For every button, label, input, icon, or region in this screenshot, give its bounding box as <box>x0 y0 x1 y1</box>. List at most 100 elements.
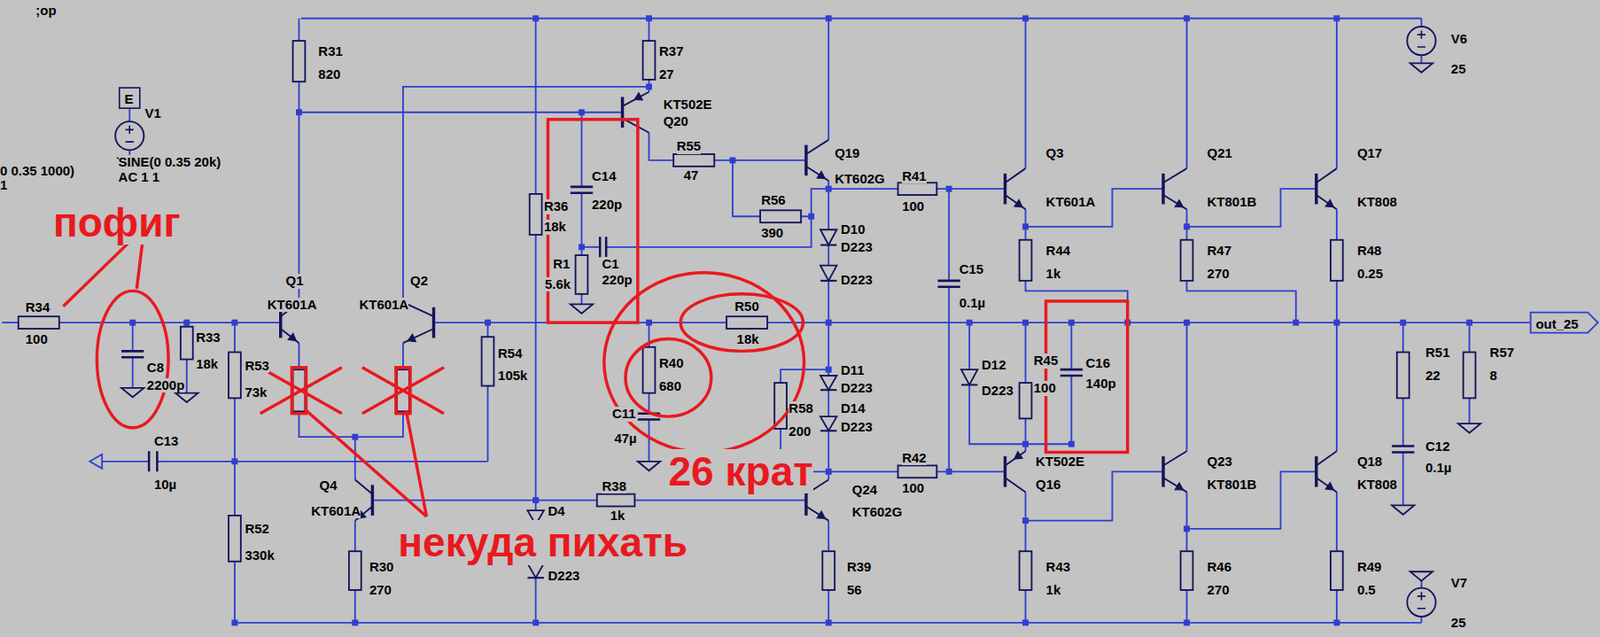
wire <box>1 321 18 324</box>
transistor-base <box>1161 456 1165 488</box>
part-label: R56 <box>761 193 785 208</box>
wire <box>649 132 675 161</box>
part-label: R49 <box>1357 559 1382 575</box>
annotation-box <box>1046 301 1128 453</box>
diode-symbol <box>527 563 544 578</box>
junction-dot <box>825 468 832 475</box>
transistor-lead <box>1163 450 1187 466</box>
wires <box>1 15 1531 626</box>
wire <box>1335 209 1338 241</box>
annotation-ellipse <box>680 294 803 352</box>
part-label: R52 <box>244 521 269 536</box>
junction-dot <box>1333 319 1340 327</box>
junction-dot <box>1068 441 1075 448</box>
annotation-line <box>405 410 427 517</box>
part-label: C12 <box>1425 439 1450 454</box>
wire <box>634 499 807 502</box>
resistor-symbol <box>1019 382 1033 419</box>
junction-dot <box>578 108 585 116</box>
part-label: 1 <box>0 178 8 193</box>
transistor-lead <box>1005 450 1026 466</box>
wire <box>1025 590 1027 623</box>
part-label: 0.1µ <box>959 295 986 311</box>
transistor-base <box>1314 173 1318 205</box>
capacitor-symbol <box>570 186 593 194</box>
resistor-symbol <box>180 326 194 360</box>
ground-symbol <box>175 393 198 403</box>
part-label: 270 <box>1207 266 1230 281</box>
junction-dot <box>183 319 190 327</box>
part-label: Q20 <box>663 114 689 129</box>
diode-bar <box>961 383 978 386</box>
annotation-ellipse <box>96 290 169 428</box>
part-label: 47µ <box>613 431 637 446</box>
transistor-lead <box>1005 194 1026 210</box>
diode-symbol <box>820 416 837 431</box>
wire <box>233 322 236 352</box>
part-label: 220p <box>591 197 622 212</box>
junction-dot <box>1022 15 1029 22</box>
diode-symbol <box>961 369 978 385</box>
wire <box>1025 188 1164 227</box>
part-label: ;op <box>35 3 56 18</box>
part-label: R36 <box>543 199 568 214</box>
part-label: Q23 <box>1207 454 1233 469</box>
wire <box>1070 375 1072 444</box>
part-label: R48 <box>1357 243 1382 258</box>
wire <box>1421 18 1423 27</box>
transistor-lead <box>280 328 300 343</box>
wire <box>828 470 898 473</box>
part-label: R30 <box>369 559 394 575</box>
part-label: 100 <box>1033 380 1057 396</box>
junction-dot <box>1068 319 1075 327</box>
part-label: R54 <box>497 346 522 361</box>
junction-dot <box>231 619 238 626</box>
part-label: 220p <box>602 272 633 288</box>
junction-dot <box>351 619 358 626</box>
part-label: 27 <box>659 67 675 82</box>
part-label: AC 1 1 <box>118 170 161 185</box>
annotation-ellipse <box>625 339 712 418</box>
port-arrow <box>89 454 102 469</box>
resistor-symbol <box>349 551 362 591</box>
wire <box>298 342 301 370</box>
part-label: 330k <box>244 548 274 563</box>
wire <box>1187 188 1317 227</box>
annotation-line <box>260 367 342 414</box>
part-label: KT502E <box>663 97 713 112</box>
resistor-symbol <box>228 352 241 399</box>
emitter-arrow <box>1174 200 1183 208</box>
voltage-source <box>115 121 144 150</box>
part-label: 18k <box>737 332 760 347</box>
polarity-mark <box>125 125 134 142</box>
annotation-text: некуда пихать <box>397 520 688 566</box>
transistor-lead <box>355 480 373 495</box>
wire <box>1468 322 1471 352</box>
junction-dot <box>825 619 832 626</box>
part-label: KT601A <box>310 504 361 519</box>
ground-symbol <box>637 461 661 471</box>
part-label: 56 <box>846 582 863 598</box>
resistor-symbol <box>1463 352 1476 399</box>
part-label: 18k <box>195 357 218 372</box>
annotation-text: пофиг <box>53 200 181 246</box>
wire <box>1187 471 1317 529</box>
part-label: Q19 <box>834 146 860 161</box>
wire <box>827 520 830 552</box>
part-label: R51 <box>1425 345 1450 360</box>
part-label: Q16 <box>1035 477 1061 492</box>
resistor-symbol <box>643 347 656 394</box>
transistor-lead <box>1005 168 1026 183</box>
part-label: R1 <box>552 256 570 272</box>
resistor-symbol <box>18 316 60 329</box>
wire <box>1025 471 1164 521</box>
resistor-symbol <box>673 154 715 167</box>
transistor-lead <box>1163 477 1187 492</box>
wire <box>233 561 236 623</box>
wire <box>581 112 583 187</box>
resistor-symbol <box>822 551 835 591</box>
resistor-symbol <box>481 336 495 386</box>
annotation-line <box>362 367 444 414</box>
junction-dot <box>825 366 832 373</box>
emitter-arrow <box>634 93 643 101</box>
